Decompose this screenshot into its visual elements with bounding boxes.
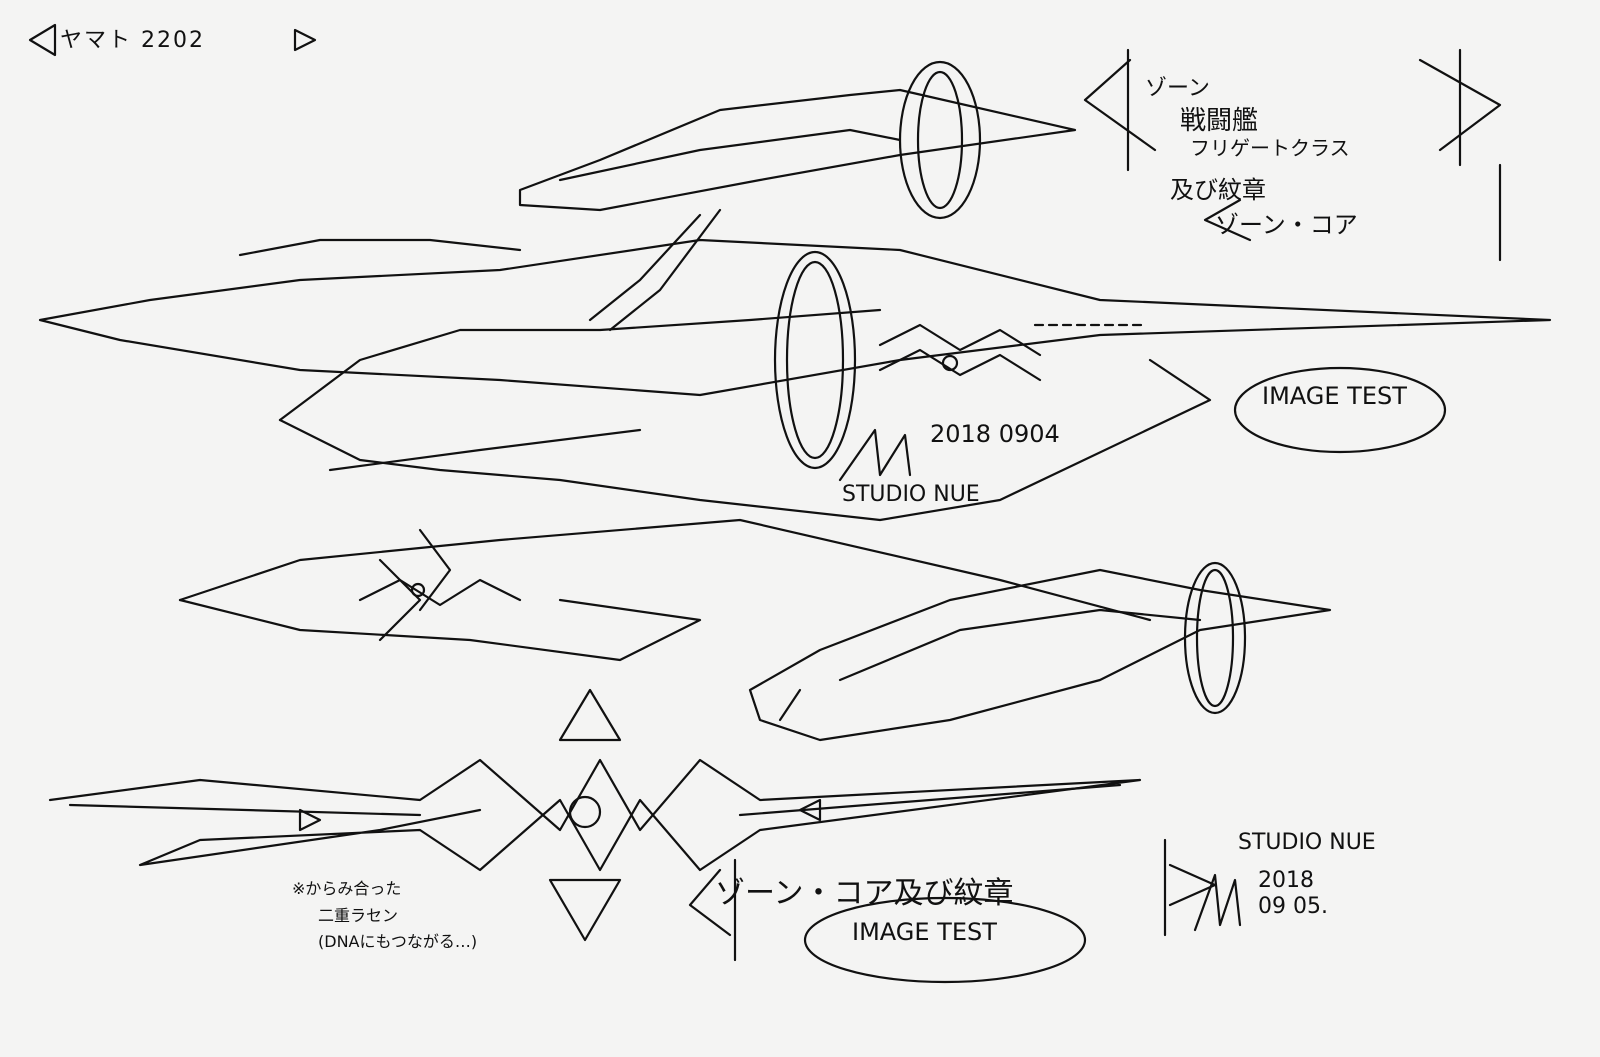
emblem-note-line1: ※からみ合った bbox=[292, 879, 402, 898]
title-line-zone: ゾーン bbox=[1145, 76, 1210, 101]
date-lower: 2018 09 05. bbox=[1258, 868, 1328, 919]
lower-right-frigate-ship bbox=[748, 561, 1332, 742]
studio-credit-upper: STUDIO NUE bbox=[842, 482, 980, 507]
title-line-zone-core: ゾーン・コア bbox=[1215, 211, 1358, 239]
series-tag-frame bbox=[28, 23, 317, 57]
studio-credit-lower: STUDIO NUE bbox=[1238, 830, 1376, 855]
date-upper: 2018 0904 bbox=[930, 420, 1060, 448]
image-test-note-upper: IMAGE TEST bbox=[1262, 382, 1407, 410]
image-test-circle-lower bbox=[803, 896, 1087, 984]
upper-frigate-ship bbox=[518, 60, 1077, 332]
title-brackets bbox=[1083, 48, 1502, 262]
emblem-caption-title: ゾーン・コア及び紋章 bbox=[715, 876, 1014, 911]
series-label: ヤマト 2202 bbox=[60, 28, 205, 53]
title-line-battleship: 戦闘艦 bbox=[1180, 106, 1259, 136]
signature-mark-upper bbox=[838, 428, 912, 482]
image-test-circle-upper bbox=[1233, 366, 1447, 454]
main-frigate-ship bbox=[38, 238, 1552, 522]
title-line-frigate-class: フリゲートクラス bbox=[1190, 136, 1350, 160]
image-test-note-lower: IMAGE TEST bbox=[852, 918, 997, 946]
caption-brackets bbox=[688, 838, 1217, 962]
zone-core-emblem bbox=[48, 688, 1142, 942]
signature-mark-lower bbox=[1193, 873, 1242, 932]
emblem-note-line2: 二重ラセン bbox=[318, 906, 399, 925]
lower-left-frigate-ship bbox=[178, 518, 1152, 662]
title-line-and-emblem: 及び紋章 bbox=[1170, 176, 1266, 204]
emblem-note-line3: (DNAにもつながる…) bbox=[318, 932, 478, 951]
